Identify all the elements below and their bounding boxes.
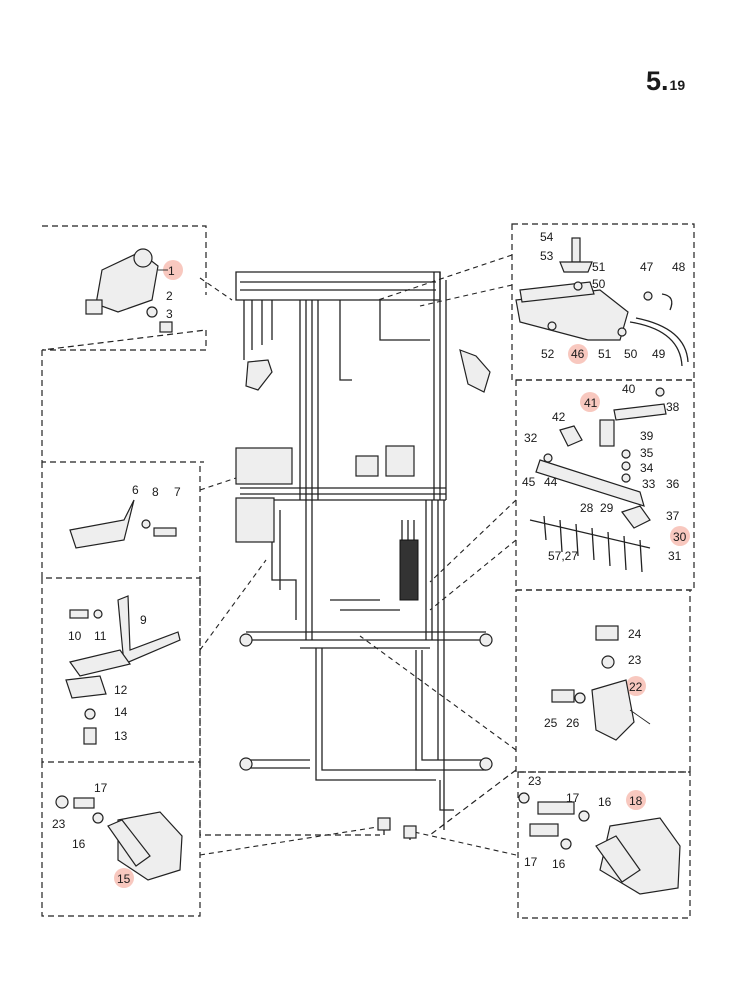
callout-31: 31 — [668, 549, 682, 563]
callout-35: 35 — [640, 446, 654, 460]
callout-42: 42 — [552, 410, 566, 424]
part-group-right-lower — [551, 625, 651, 741]
callout-46: 46 — [571, 347, 585, 361]
callout-18: 18 — [629, 794, 643, 808]
callout-6: 6 — [132, 483, 139, 497]
callout-28: 28 — [580, 501, 594, 515]
callout-51: 51 — [592, 260, 606, 274]
callout-17b: 17 — [566, 791, 580, 805]
left-frame — [41, 225, 380, 917]
part-group-left-bar — [65, 595, 181, 745]
callout-16: 16 — [72, 837, 86, 851]
callout-54: 54 — [540, 230, 554, 244]
highlight-marker — [670, 526, 690, 546]
part-group-left-bracket — [69, 499, 177, 549]
callout-16b: 16 — [598, 795, 612, 809]
callout-9: 9 — [140, 613, 147, 627]
callout-29: 29 — [600, 501, 614, 515]
part-group-bottom-left — [55, 795, 183, 888]
callout-41: 41 — [584, 396, 598, 410]
callout-40: 40 — [622, 382, 636, 396]
callout-37: 37 — [666, 509, 680, 523]
callout-23: 23 — [52, 817, 66, 831]
callout-12: 12 — [114, 683, 128, 697]
highlight-marker — [163, 260, 183, 280]
callout-23b: 23 — [528, 774, 542, 788]
highlight-marker — [626, 790, 646, 810]
callout-25: 25 — [544, 716, 558, 730]
callout-17: 17 — [94, 781, 108, 795]
callout-labels: 1 2 3 6 8 7 9 10 11 12 14 13 17 23 16 15… — [52, 230, 687, 886]
callout-36: 36 — [666, 477, 680, 491]
callout-47: 47 — [640, 260, 654, 274]
callout-44: 44 — [544, 475, 558, 489]
callout-8: 8 — [152, 485, 159, 499]
callout-45: 45 — [522, 475, 536, 489]
part-group-top-right — [515, 237, 689, 367]
highlight-marker — [626, 676, 646, 696]
callout-13: 13 — [114, 729, 128, 743]
highlight-marker — [568, 344, 588, 364]
harness-components — [235, 349, 493, 839]
callout-14: 14 — [114, 705, 128, 719]
callout-30: 30 — [673, 530, 687, 544]
part-group-right-mid — [529, 387, 690, 573]
highlight-marker — [114, 868, 134, 888]
callout-34: 34 — [640, 461, 654, 475]
page-number-sub: 19 — [669, 77, 686, 93]
callout-53: 53 — [540, 249, 554, 263]
wiring-harness — [235, 271, 486, 840]
callout-10: 10 — [68, 629, 82, 643]
callout-38: 38 — [666, 400, 680, 414]
callout-49: 49 — [652, 347, 666, 361]
callout-39: 39 — [640, 429, 654, 443]
callout-33: 33 — [642, 477, 656, 491]
callout-16c: 16 — [552, 857, 566, 871]
part-group-top-left — [85, 248, 183, 333]
callout-57-27: 57,27 — [548, 549, 578, 563]
callout-23: 23 — [628, 653, 642, 667]
callout-1: 1 — [168, 264, 175, 278]
callout-51b: 51 — [598, 347, 612, 361]
callout-17c: 17 — [524, 855, 538, 869]
callout-2: 2 — [166, 289, 173, 303]
part-group-bottom-right — [518, 790, 681, 895]
callout-22: 22 — [629, 680, 643, 694]
callout-24: 24 — [628, 627, 642, 641]
callout-3: 3 — [166, 307, 173, 321]
highlight-marker — [580, 392, 600, 412]
callout-11: 11 — [94, 629, 107, 643]
callout-7: 7 — [174, 485, 181, 499]
callout-48: 48 — [672, 260, 686, 274]
callout-15: 15 — [117, 872, 131, 886]
callout-52: 52 — [541, 347, 555, 361]
callout-50b: 50 — [624, 347, 638, 361]
callout-32: 32 — [524, 431, 538, 445]
callout-26: 26 — [566, 716, 580, 730]
callout-50: 50 — [592, 277, 606, 291]
page-number: 5.19 — [646, 66, 686, 96]
right-frame — [429, 223, 695, 919]
